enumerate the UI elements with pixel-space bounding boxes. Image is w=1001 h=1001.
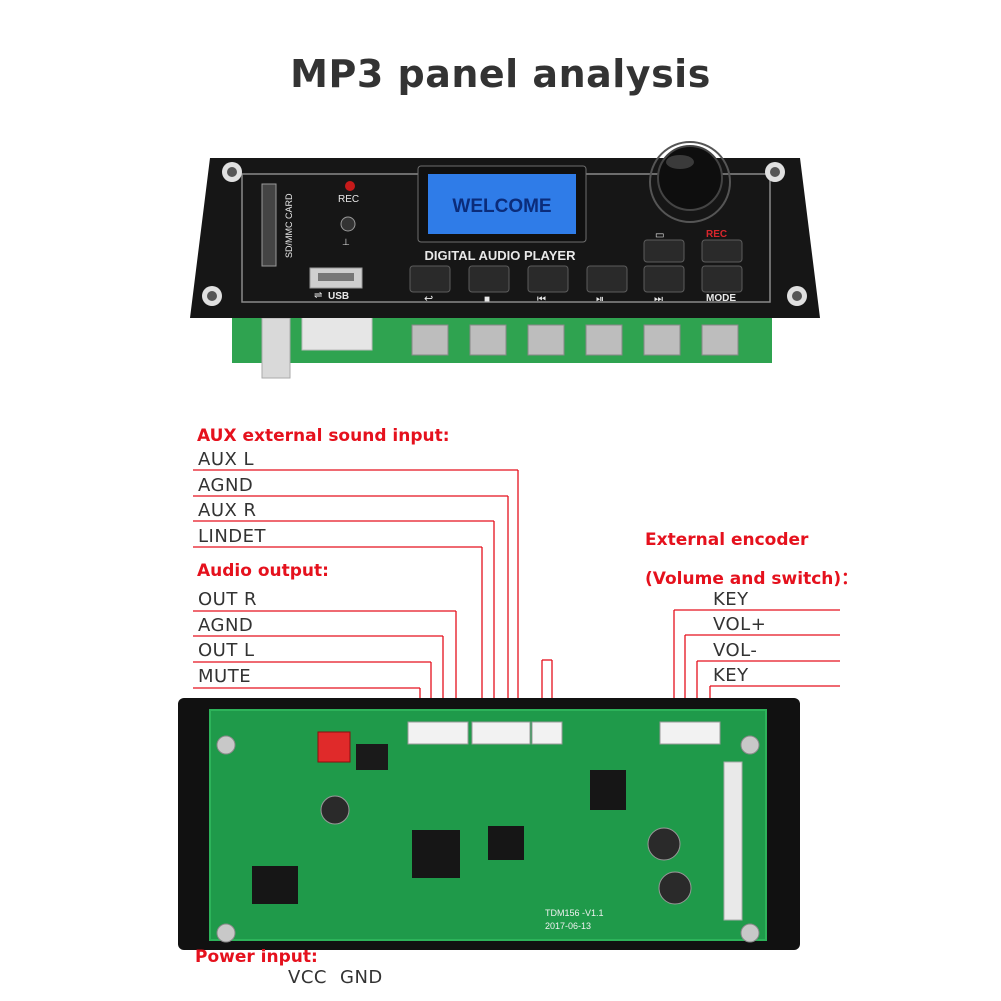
card-slot-label: SD/MMC CARD	[284, 193, 294, 258]
page-title: MP3 panel analysis	[290, 52, 711, 96]
bluetooth-module	[252, 866, 298, 904]
stop-icon: ■	[484, 294, 490, 305]
board-date: 2017-06-13	[545, 921, 591, 931]
encoder-heading-line1: External encoder	[645, 530, 809, 550]
encoder-pin-2: VOL+	[713, 614, 767, 635]
return-icon: ↩	[424, 293, 433, 305]
prev-icon: ⏮	[537, 294, 546, 305]
board-model: TDM156 -V1.1	[545, 908, 604, 918]
aux-pin-1: AUX L	[198, 449, 255, 470]
main-chip	[412, 830, 460, 878]
lcd-welcome-text: WELCOME	[452, 196, 551, 217]
sd-card-slot	[261, 183, 277, 267]
audio-out-pin-4: MUTE	[198, 666, 252, 687]
encoder-pin-4: KEY	[713, 665, 749, 686]
rec-led	[345, 181, 355, 191]
aux-pin-2: AGND	[198, 475, 254, 496]
rec-right-label: REC	[706, 229, 727, 240]
power-vcc-label: VCC	[288, 967, 327, 988]
mic-hole	[340, 216, 356, 232]
encoder-heading-line2: (Volume and switch)：	[645, 569, 859, 589]
rec-top-label: REC	[338, 194, 359, 205]
encoder-pin-3: VOL-	[713, 640, 758, 661]
usb-label: USB	[328, 291, 349, 302]
audio-out-pin-2: AGND	[198, 615, 254, 636]
back-board: TDM156 -V1.1 2017-06-13	[178, 698, 800, 950]
mic-icon: ⊥	[342, 237, 350, 247]
audio-output-heading: Audio output:	[197, 561, 329, 581]
mode-label: MODE	[706, 293, 736, 304]
usb-icon: ⇌	[314, 290, 322, 301]
power-connector	[317, 731, 351, 763]
play-pause-icon: ⏯	[596, 294, 604, 305]
encoder-connector	[659, 721, 721, 745]
folder-icon: ▭	[655, 230, 664, 241]
power-gnd-label: GND	[340, 967, 383, 988]
panel-heading: DIGITAL AUDIO PLAYER	[425, 248, 577, 263]
audio-out-pin-1: OUT R	[198, 589, 258, 610]
aux-in-connector	[471, 721, 531, 745]
lcd-screen	[428, 174, 576, 234]
front-panel-module: SD/MMC CARD REC ⊥ ⇌ USB WELCOME DIGITAL …	[190, 141, 820, 379]
aux-heading: AUX external sound input:	[197, 426, 450, 446]
tact-switches	[411, 324, 739, 356]
display-connector	[723, 761, 743, 921]
next-icon: ⏭	[654, 294, 663, 305]
encoder-pin-1: KEY	[713, 589, 749, 610]
volume-knob	[657, 145, 723, 211]
power-heading: Power input:	[195, 947, 318, 967]
audio-out-connector	[407, 721, 469, 745]
aux-pin-3: AUX R	[198, 500, 257, 521]
audio-out-pin-3: OUT L	[198, 640, 255, 661]
aux-pin-4: LINDET	[198, 526, 267, 547]
